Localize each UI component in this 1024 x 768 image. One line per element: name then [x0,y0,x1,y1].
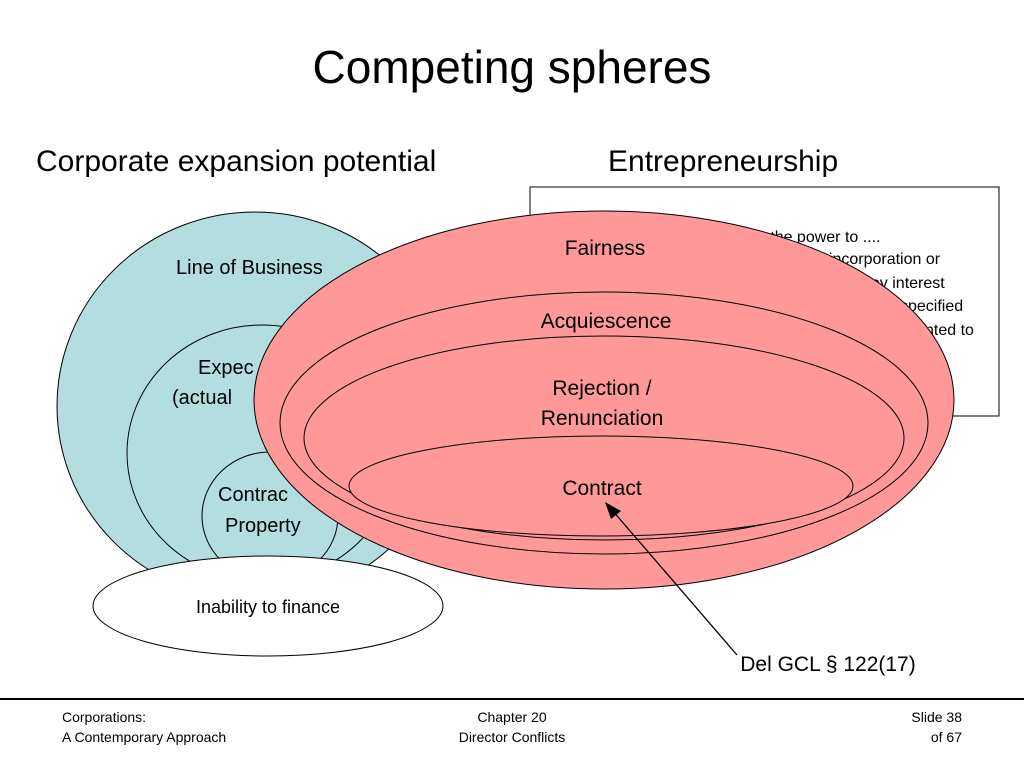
right-heading: Entrepreneurship [608,145,839,178]
rejection-label-2: Renunciation [541,407,664,430]
property-label: Property [225,515,301,537]
contract-label: Contrac [218,484,288,506]
footer-right: Slide 38 of 67 [911,707,962,747]
statute-line: specified [900,298,963,315]
callout-arrow-line [611,509,738,656]
callout-arrowhead [605,502,621,519]
left-heading: Corporate expansion potential [36,145,437,178]
footer-divider [0,698,1024,700]
callout-label: Del GCL § 122(17) [740,653,915,676]
line-of-business-label: Line of Business [176,257,323,279]
contract-right-label: Contract [562,477,642,500]
expectancy-label-1: Expec [198,357,254,379]
contract-oval [348,435,854,537]
rejection-label-1: Rejection / [552,377,651,400]
footer-chapter-title: Director Conflicts [458,729,566,745]
footer-book-subtitle: A Contemporary Approach [62,729,227,745]
right-sphere-group: Fairness Acquiescence Rejection / Renunc… [253,210,955,590]
expectancy-label-2: (actual [172,387,232,409]
footer-slide-number: Slide 38 [911,709,962,725]
statute-line: nted to [925,322,974,339]
statute-line: f incorporation or [820,251,941,268]
footer-center: Chapter 20 Director Conflicts [412,707,612,747]
footer-slide-total: of 67 [930,729,962,745]
footer-book-title: Corporations: [62,709,147,725]
fairness-label: Fairness [565,237,646,260]
competing-spheres-diagram: has the power to .... f incorporation or… [56,186,1000,676]
inability-to-finance-label: Inability to finance [196,597,340,617]
slide-title: Competing spheres [312,41,712,93]
acquiescence-label: Acquiescence [541,310,672,333]
footer-left: Corporations: A Contemporary Approach [62,707,226,747]
inability-to-finance-oval [92,555,444,657]
footer-chapter: Chapter 20 [477,709,547,725]
